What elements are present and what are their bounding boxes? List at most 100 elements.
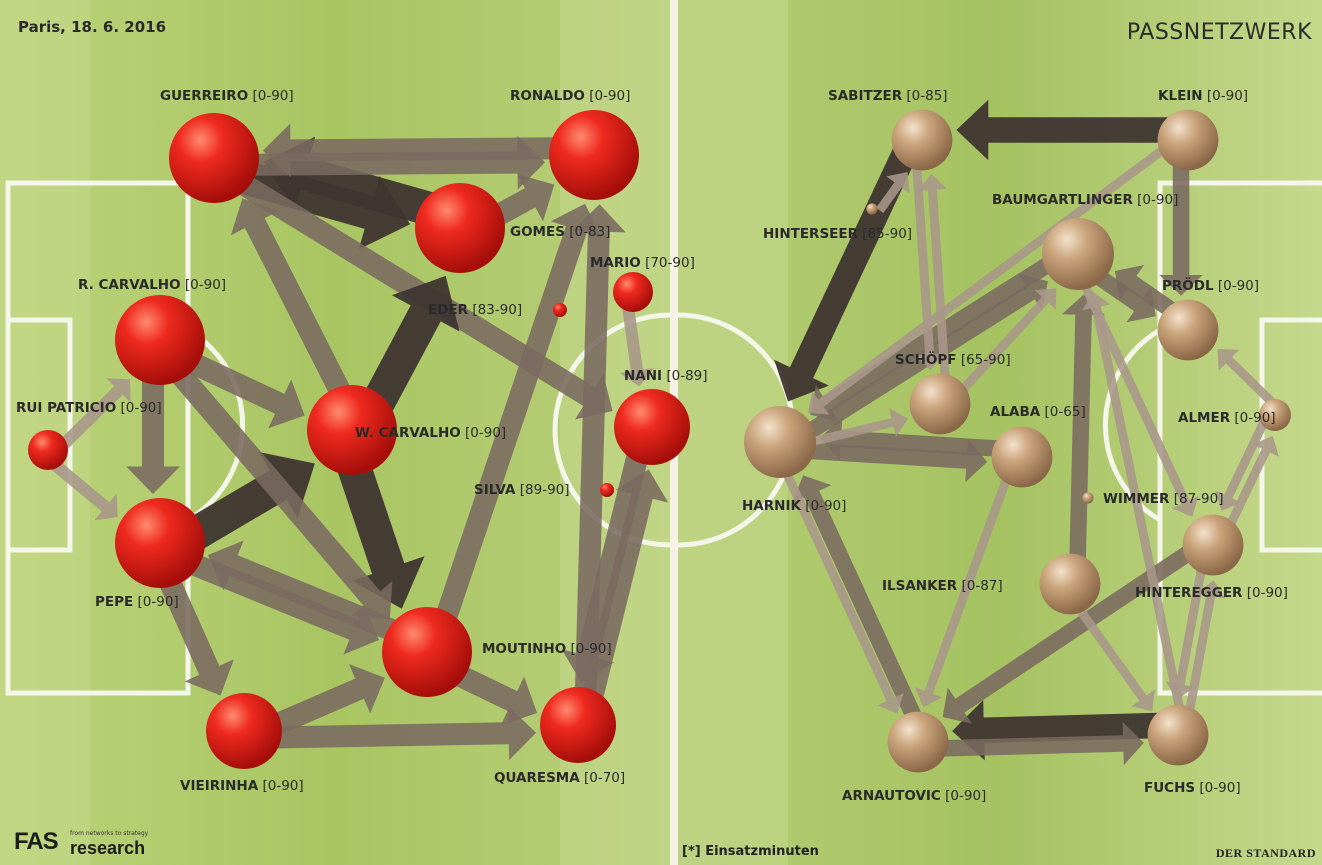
- player-minutes: [87-90]: [1169, 491, 1223, 507]
- player-minutes: [0-90]: [258, 778, 303, 794]
- player-label-arnautovic: ARNAUTOVIC [0-90]: [842, 788, 986, 804]
- player-name: BAUMGARTLINGER: [992, 192, 1133, 208]
- player-minutes: [0-90]: [1214, 278, 1259, 294]
- player-node-quaresma: [540, 687, 616, 763]
- player-name: HINTERSEER: [763, 226, 859, 242]
- player-minutes: [0-90]: [585, 88, 630, 104]
- player-minutes: [0-65]: [1040, 404, 1085, 420]
- player-label-schopf: SCHÖPF [65-90]: [895, 350, 1011, 368]
- player-name: PRÖDL: [1162, 276, 1214, 294]
- player-name: SILVA: [474, 482, 516, 498]
- player-minutes: [83-90]: [468, 302, 522, 318]
- player-name: ALMER: [1178, 410, 1231, 426]
- player-node-nani: [614, 389, 690, 465]
- player-name: MOUTINHO: [482, 641, 566, 657]
- player-name: EDER: [428, 302, 469, 318]
- player-label-quaresma: QUARESMA [0-70]: [494, 770, 625, 786]
- player-node-hinterseer: [866, 203, 877, 214]
- player-node-klein: [1158, 110, 1219, 171]
- player-label-wcarvalho: W. CARVALHO [0-90]: [355, 425, 506, 441]
- player-name: ARNAUTOVIC: [842, 788, 941, 804]
- player-name: ILSANKER: [882, 578, 958, 594]
- player-label-sabitzer: SABITZER [0-85]: [828, 88, 948, 104]
- page-title: PASSNETZWERK: [1127, 20, 1312, 45]
- player-minutes: [0-83]: [565, 224, 610, 240]
- player-label-prodl: PRÖDL [0-90]: [1162, 276, 1259, 294]
- player-name: FUCHS: [1144, 780, 1195, 796]
- player-label-hinterseer: HINTERSEER [85-90]: [763, 226, 912, 242]
- player-minutes: [0-90]: [1242, 585, 1287, 601]
- player-name: HINTEREGGER: [1135, 585, 1243, 601]
- player-name: ALABA: [990, 404, 1041, 420]
- player-label-ilsanker: ILSANKER [0-87]: [882, 578, 1003, 594]
- player-name: PEPE: [95, 594, 133, 610]
- player-node-ruipatricio: [28, 430, 68, 470]
- player-label-guerreiro: GUERREIRO [0-90]: [160, 88, 294, 104]
- player-minutes: [0-90]: [133, 594, 178, 610]
- player-node-pepe: [115, 498, 205, 588]
- player-name: SABITZER: [828, 88, 903, 104]
- player-label-pepe: PEPE [0-90]: [95, 594, 179, 610]
- player-label-moutinho: MOUTINHO [0-90]: [482, 641, 612, 657]
- player-name: KLEIN: [1158, 88, 1203, 104]
- player-minutes: [0-90]: [116, 400, 161, 416]
- player-minutes: [0-90]: [1230, 410, 1275, 426]
- player-minutes: [0-90]: [1203, 88, 1248, 104]
- player-label-alaba: ALABA [0-65]: [990, 404, 1086, 420]
- player-minutes: [0-87]: [957, 578, 1002, 594]
- player-node-fuchs: [1148, 705, 1209, 766]
- player-minutes: [0-90]: [248, 88, 293, 104]
- player-label-ruipatricio: RUI PATRICIO [0-90]: [16, 400, 162, 416]
- player-minutes: [0-90]: [181, 277, 226, 293]
- player-minutes: [70-90]: [641, 255, 695, 271]
- player-name: QUARESMA: [494, 770, 580, 786]
- player-minutes: [0-70]: [580, 770, 625, 786]
- player-label-ronaldo: RONALDO [0-90]: [510, 88, 630, 104]
- player-label-mario: MARIO [70-90]: [590, 255, 695, 271]
- player-label-baumgartlinger: BAUMGARTLINGER [0-90]: [992, 192, 1178, 208]
- player-node-ilsanker: [1040, 554, 1101, 615]
- player-node-mario: [613, 272, 653, 312]
- player-node-silva: [600, 483, 614, 497]
- player-name: HARNIK: [742, 498, 801, 514]
- player-node-gomes: [415, 183, 505, 273]
- player-label-eder: EDER [83-90]: [428, 302, 522, 318]
- player-minutes: [0-90]: [1195, 780, 1240, 796]
- player-node-ronaldo: [549, 110, 639, 200]
- player-label-nani: NANI [0-89]: [624, 368, 708, 384]
- player-name: SCHÖPF: [895, 350, 957, 368]
- player-label-hinteregger: HINTEREGGER [0-90]: [1135, 585, 1288, 601]
- player-label-almer: ALMER [0-90]: [1178, 410, 1276, 426]
- player-node-sabitzer: [892, 110, 953, 171]
- player-label-klein: KLEIN [0-90]: [1158, 88, 1248, 104]
- player-node-moutinho: [382, 607, 472, 697]
- player-name: RUI PATRICIO: [16, 400, 116, 416]
- player-label-wimmer: WIMMER [87-90]: [1103, 491, 1223, 507]
- player-node-harnik: [744, 406, 816, 478]
- player-minutes: [0-90]: [1133, 192, 1178, 208]
- player-minutes: [0-90]: [801, 498, 846, 514]
- player-name: GOMES: [510, 224, 565, 240]
- player-name: MARIO: [590, 255, 641, 271]
- brand-tagline: from networks to strategy: [70, 830, 148, 837]
- footnote-einsatzminuten: [*] Einsatzminuten: [682, 844, 819, 859]
- player-name: GUERREIRO: [160, 88, 248, 104]
- player-label-harnik: HARNIK [0-90]: [742, 498, 846, 514]
- player-label-fuchs: FUCHS [0-90]: [1144, 780, 1241, 796]
- player-name: R. CARVALHO: [78, 277, 181, 293]
- player-node-arnautovic: [888, 712, 949, 773]
- player-minutes: [0-90]: [941, 788, 986, 804]
- player-node-vieirinha: [206, 693, 282, 769]
- player-minutes: [65-90]: [957, 352, 1011, 368]
- player-label-rcarvalho: R. CARVALHO [0-90]: [78, 277, 226, 293]
- player-minutes: [0-90]: [566, 641, 611, 657]
- player-node-baumgartlinger: [1042, 218, 1114, 290]
- player-minutes: [89-90]: [515, 482, 569, 498]
- player-node-eder: [553, 303, 567, 317]
- player-node-prodl: [1158, 300, 1219, 361]
- player-label-gomes: GOMES [0-83]: [510, 224, 610, 240]
- player-minutes: [0-90]: [461, 425, 506, 441]
- player-node-schopf: [910, 374, 971, 435]
- fas-research-logo: FAS from networks to strategy research: [14, 828, 58, 856]
